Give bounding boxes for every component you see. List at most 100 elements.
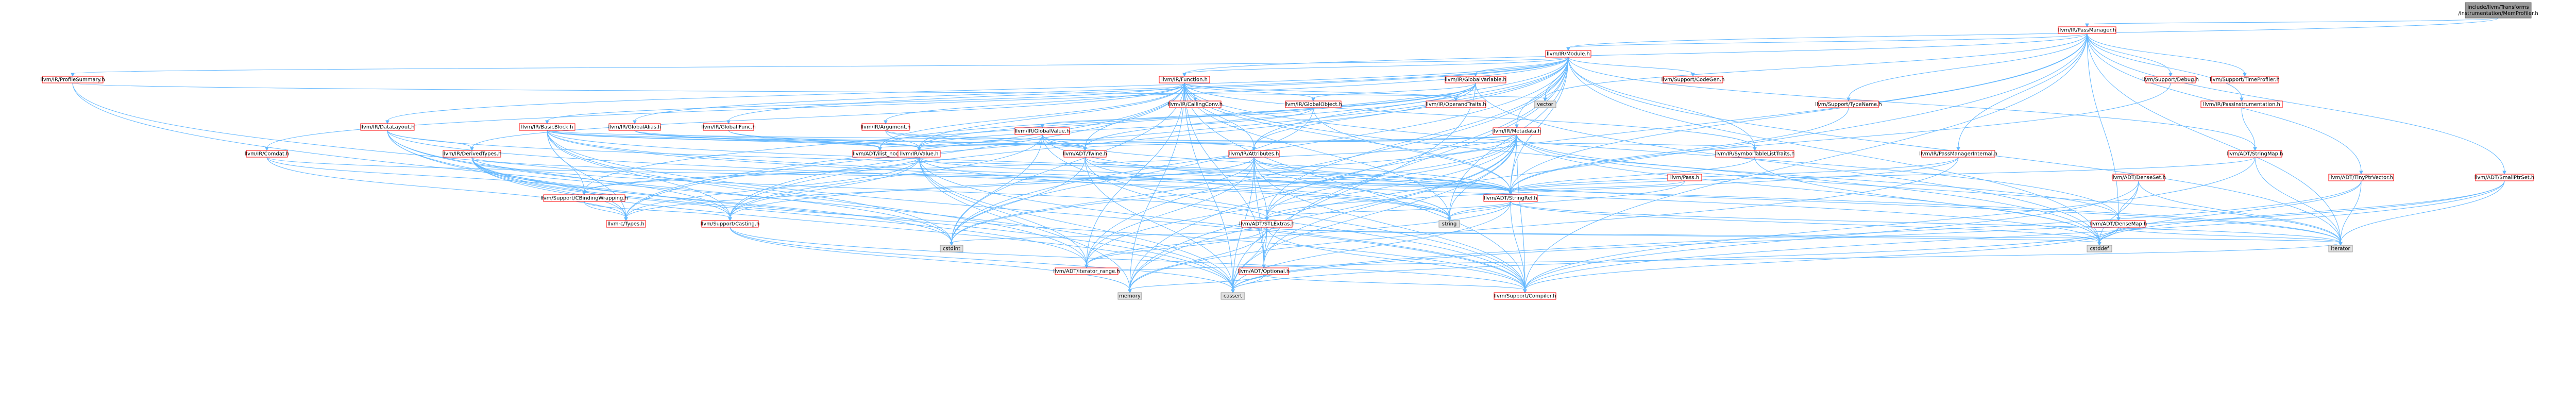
edge-function-to-symboltablelisttraits <box>1184 82 1755 148</box>
edge-stlextras-to-cstdint <box>951 227 1267 243</box>
node-smallptrset[interactable]: llvm/ADT/SmallPtrSet.h <box>2475 174 2534 181</box>
node-box-casting <box>701 220 759 228</box>
node-box-callingconv <box>1169 100 1222 108</box>
node-label-stlextras: llvm/ADT/STLExtras.h <box>1239 222 1295 227</box>
node-codegen[interactable]: llvm/Support/CodeGen.h <box>1662 76 1725 83</box>
edge-globalalias-to-ilist_node <box>634 130 880 148</box>
edge-globalvariable-to-cassert <box>1232 82 1476 291</box>
edge-metadata-to-stringref <box>1510 134 1517 193</box>
node-globalifunc[interactable]: llvm/IR/GlobalIFunc.h <box>701 123 756 131</box>
edge-attributes-to-stlextras <box>1253 157 1267 218</box>
edge-function-to-attributes <box>1184 82 1255 148</box>
edge-smallptrset-to-cstddef <box>2099 180 2505 243</box>
arrowhead-passmanager-to-passinstr <box>2240 97 2244 102</box>
node-cbindingwrapping[interactable]: llvm/Support/CBindingWrapping.h <box>540 194 628 202</box>
edge-value-to-casting <box>730 157 920 218</box>
edge-optional-to-cassert <box>1232 274 1264 291</box>
node-passmanagerinternal[interactable]: llvm/IR/PassManagerInternal.h <box>1919 150 1997 158</box>
node-callingconv[interactable]: llvm/IR/CallingConv.h <box>1168 100 1223 108</box>
node-attributes[interactable]: llvm/IR/Attributes.h <box>1228 150 1280 158</box>
node-box-module <box>1545 50 1591 58</box>
node-value[interactable]: llvm/IR/Value.h <box>897 150 941 158</box>
node-iterator_range[interactable]: llvm/ADT/iterator_range.h <box>1053 267 1120 275</box>
node-box-codegen <box>1663 76 1723 83</box>
node-box-attributes <box>1228 150 1280 158</box>
node-compiler[interactable]: llvm/Support/Compiler.h <box>1494 292 1556 300</box>
node-basicblock[interactable]: llvm/IR/BasicBlock.h <box>519 123 575 131</box>
node-datalayout[interactable]: llvm/IR/DataLayout.h <box>360 123 415 131</box>
node-profilesummary[interactable]: llvm/IR/ProfileSummary.h <box>40 76 105 83</box>
node-timeprofiler[interactable]: llvm/Support/TimeProfiler.h <box>2210 76 2280 83</box>
node-optional[interactable]: llvm/ADT/Optional.h <box>1238 267 1290 275</box>
node-symboltablelisttraits[interactable]: llvm/IR/SymbolTableListTraits.h <box>1715 150 1795 158</box>
node-label-passinstr: llvm/IR/PassInstrumentation.h <box>2203 102 2280 108</box>
edge-module-to-ctypes <box>625 57 1569 218</box>
node-label-passmanagerinternal: llvm/IR/PassManagerInternal.h <box>1919 151 1997 157</box>
edge-basicblock-to-compiler <box>547 130 1526 291</box>
node-label-iterator_range: llvm/ADT/iterator_range.h <box>1053 269 1120 275</box>
node-stlextras[interactable]: llvm/ADT/STLExtras.h <box>1239 220 1295 228</box>
edge-module-to-function <box>1184 57 1569 74</box>
node-stringmap[interactable]: llvm/ADT/StringMap.h <box>2227 150 2283 158</box>
node-tinyptrvector[interactable]: llvm/ADT/TinyPtrVector.h <box>2328 174 2394 181</box>
edge-globalvariable-to-attributes <box>1253 82 1476 148</box>
node-operandtraits[interactable]: llvm/IR/OperandTraits.h <box>1426 100 1486 108</box>
node-ctypes[interactable]: llvm-c/Types.h <box>606 220 646 228</box>
node-passmanager[interactable]: llvm/IR/PassManager.h <box>2058 26 2116 34</box>
node-box-typename <box>1818 100 1879 108</box>
edge-stlextras-to-memory <box>1129 227 1267 291</box>
edge-function-to-densemap <box>1184 82 2119 218</box>
node-function[interactable]: llvm/IR/Function.h <box>1159 76 1210 83</box>
node-pass[interactable]: llvm/Pass.h <box>1667 174 1702 181</box>
node-label-vector: vector <box>1537 102 1554 108</box>
edge-twine-to-cstdint <box>951 157 1086 243</box>
edge-passmanager-to-iterator <box>2087 33 2341 243</box>
node-globalvariable[interactable]: llvm/IR/GlobalVariable.h <box>1445 76 1506 83</box>
node-label-datalayout: llvm/IR/DataLayout.h <box>360 125 414 130</box>
node-typename[interactable]: llvm/Support/TypeName.h <box>1815 100 1882 108</box>
arrowhead-metadata-to-ilist_node <box>878 147 882 151</box>
arrowhead-cbindingwrapping-to-casting <box>728 217 732 222</box>
node-denseset[interactable]: llvm/ADT/DenseSet.h <box>2111 174 2166 181</box>
edge-argument-to-attributes <box>885 130 1255 148</box>
node-densemap[interactable]: llvm/ADT/DenseMap.h <box>2090 220 2147 228</box>
node-globalvalue[interactable]: llvm/IR/GlobalValue.h <box>1014 127 1070 135</box>
edge-globalifunc-to-value <box>728 130 920 148</box>
node-label-cstddef: cstddef <box>2090 246 2109 252</box>
node-box-stringmap <box>2228 150 2282 158</box>
node-debug[interactable]: llvm/Support/Debug.h <box>2142 76 2199 83</box>
node-passinstr[interactable]: llvm/IR/PassInstrumentation.h <box>2200 100 2283 108</box>
edge-function-to-globalobject <box>1184 82 1314 99</box>
node-metadata[interactable]: llvm/IR/Metadata.h <box>1493 127 1541 135</box>
node-box-passmanager <box>2058 26 2116 34</box>
edge-basicblock-to-cstddef <box>547 130 2100 243</box>
edge-stringref-to-string <box>1449 201 1511 218</box>
node-globalobject[interactable]: llvm/IR/GlobalObject.h <box>1284 100 1342 108</box>
arrowhead-passinstr-to-stringmap <box>2253 147 2257 151</box>
node-stringref[interactable]: llvm/ADT/StringRef.h <box>1483 194 1538 202</box>
edge-root-to-module <box>1568 18 2499 48</box>
node-casting[interactable]: llvm/Support/Casting.h <box>701 220 760 228</box>
node-label-derivedtypes: llvm/IR/DerivedTypes.h <box>443 151 502 157</box>
node-label-globalvariable: llvm/IR/GlobalVariable.h <box>1445 77 1506 83</box>
edge-passinstr-to-stringmap <box>2241 107 2256 148</box>
edge-module-to-stringref <box>1510 57 1569 193</box>
node-derivedtypes[interactable]: llvm/IR/DerivedTypes.h <box>443 150 502 158</box>
node-comdat[interactable]: llvm/IR/Comdat.h <box>245 150 290 158</box>
node-root[interactable]: include/llvm/Transforms/Instrumentation/… <box>2458 2 2538 19</box>
node-box-smallptrset <box>2475 174 2534 181</box>
node-module[interactable]: llvm/IR/Module.h <box>1545 50 1591 58</box>
edge-metadata-to-string <box>1449 134 1517 218</box>
node-twine[interactable]: llvm/ADT/Twine.h <box>1063 150 1107 158</box>
edge-module-to-profilesummary <box>72 57 1569 74</box>
arrowhead-densemap-to-cstddef <box>2097 242 2102 246</box>
node-argument[interactable]: llvm/IR/Argument.h <box>861 123 911 131</box>
node-box-operandtraits <box>1426 100 1486 108</box>
edge-twine-to-compiler <box>1084 157 1526 291</box>
edge-profilesummary-to-vector <box>72 82 1546 99</box>
node-globalalias[interactable]: llvm/IR/GlobalAlias.h <box>608 123 662 131</box>
edge-typename-to-stringref <box>1510 107 1849 193</box>
edge-passmanager-to-densemap <box>2087 33 2119 218</box>
node-box-twine <box>1063 150 1107 158</box>
node-box-value <box>897 150 941 158</box>
